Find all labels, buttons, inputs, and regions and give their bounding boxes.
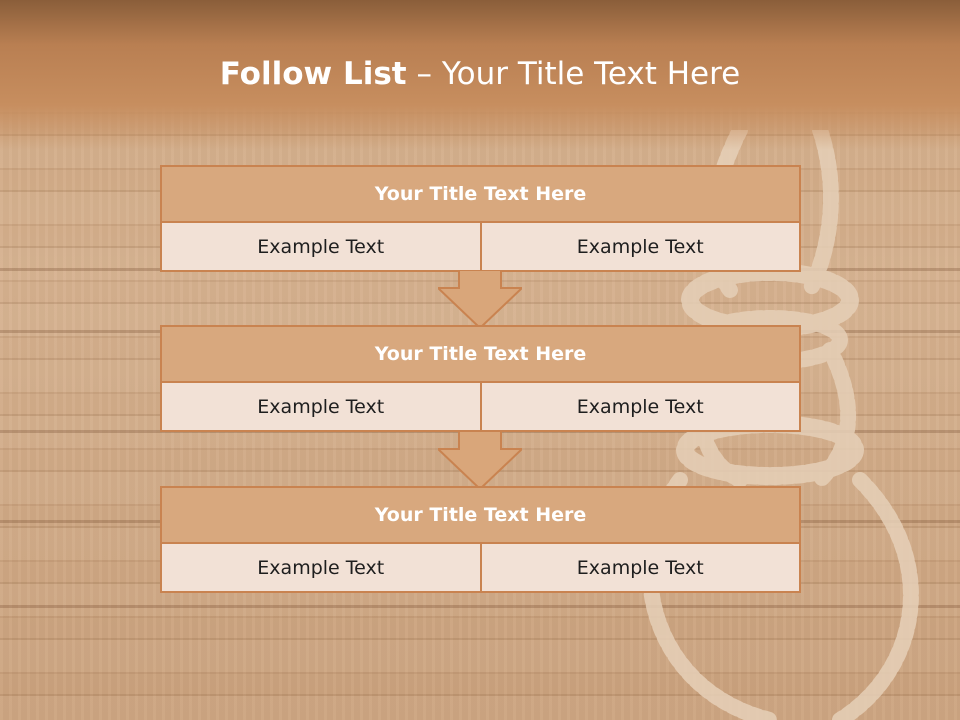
block-cell-right: Example Text bbox=[479, 223, 800, 270]
block-cell-left: Example Text bbox=[257, 395, 385, 418]
block-title: Your Title Text Here bbox=[160, 325, 801, 383]
title-rest: – Your Title Text Here bbox=[406, 56, 741, 92]
header-band bbox=[0, 0, 960, 150]
plank-seam bbox=[0, 605, 960, 608]
list-block: Your Title Text Here Example Text Exampl… bbox=[160, 165, 801, 272]
list-block: Your Title Text Here Example Text Exampl… bbox=[160, 486, 801, 593]
down-arrow-icon bbox=[438, 431, 522, 489]
page-title: Follow List – Your Title Text Here bbox=[0, 56, 960, 92]
title-bold: Follow List bbox=[219, 56, 407, 92]
block-cell-left: Example Text bbox=[257, 235, 385, 258]
block-row: Example Text Example Text bbox=[160, 223, 801, 272]
block-title: Your Title Text Here bbox=[160, 165, 801, 223]
block-row: Example Text Example Text bbox=[160, 544, 801, 593]
block-cell-right: Example Text bbox=[479, 544, 800, 591]
block-cell-right: Example Text bbox=[479, 383, 800, 430]
block-cell-left: Example Text bbox=[257, 556, 385, 579]
block-title: Your Title Text Here bbox=[160, 486, 801, 544]
down-arrow-icon bbox=[438, 270, 522, 328]
block-row: Example Text Example Text bbox=[160, 383, 801, 432]
list-block: Your Title Text Here Example Text Exampl… bbox=[160, 325, 801, 432]
